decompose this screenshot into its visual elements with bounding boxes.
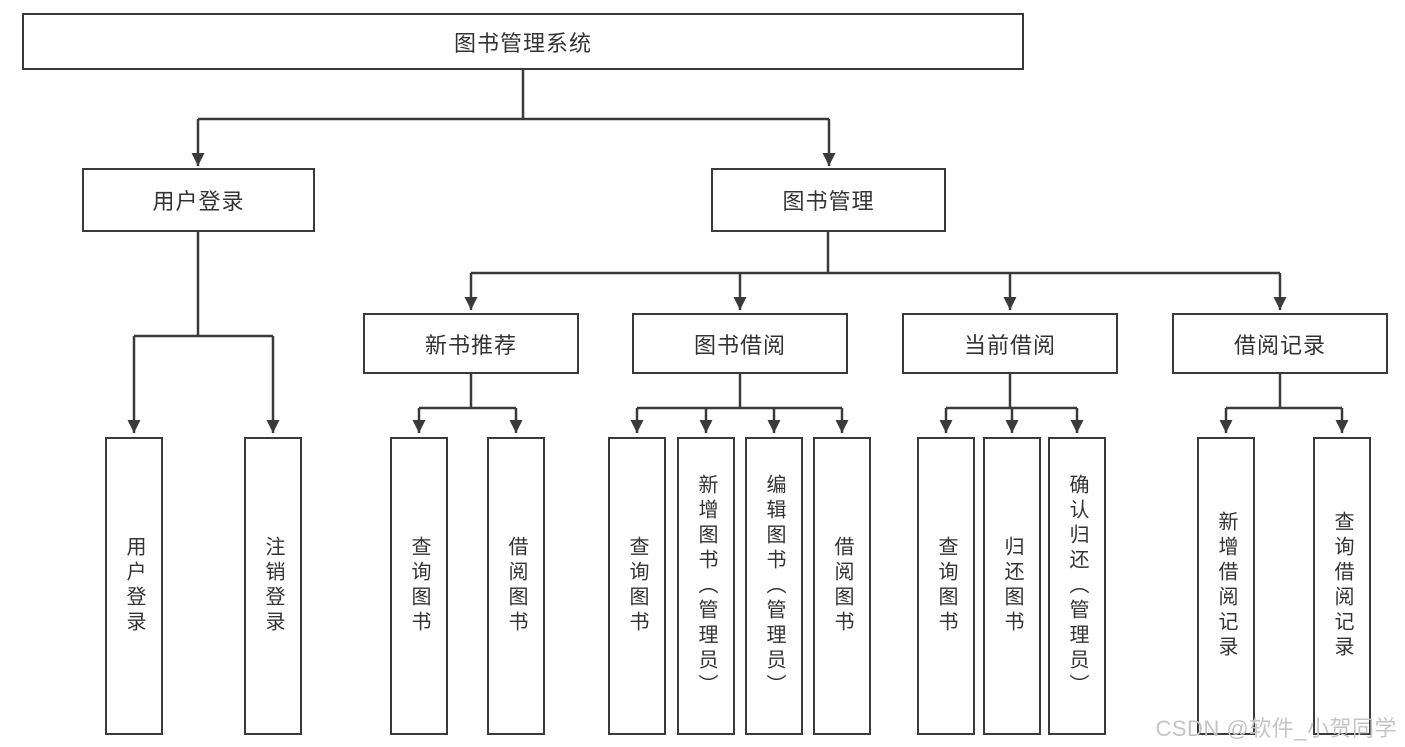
- node-borrow-records: 借阅记录: [1172, 313, 1388, 374]
- node-system-root: 图书管理系统: [22, 13, 1024, 70]
- connector-user-login-children: [127, 232, 280, 433]
- node-br-query-record: 查询借阅记录: [1313, 437, 1371, 735]
- node-cb-query-book: 查询图书: [917, 437, 975, 735]
- node-br-add-record: 新增借阅记录: [1197, 437, 1255, 735]
- node-book-borrow: 图书借阅: [632, 313, 848, 374]
- connector-new-book-children: [412, 374, 523, 433]
- connector-borrow-records-children: [1219, 374, 1349, 433]
- node-bb-edit-book-admin: 编辑图书（管理员）: [745, 437, 803, 735]
- node-book-management: 图书管理: [711, 168, 946, 232]
- node-bb-query-book: 查询图书: [608, 437, 666, 735]
- node-logout-leaf: 注销登录: [244, 437, 302, 735]
- csdn-watermark: CSDN @软件_小贺同学: [1155, 716, 1397, 741]
- connector-current-borrow-children: [939, 374, 1084, 433]
- node-bb-add-book-admin: 新增图书（管理员）: [677, 437, 735, 735]
- node-cb-return-book: 归还图书: [983, 437, 1041, 735]
- node-cb-confirm-return-admin: 确认归还（管理员）: [1048, 437, 1106, 735]
- connector-book-management-sections: [464, 232, 1287, 310]
- node-user-login-leaf: 用户登录: [105, 437, 163, 735]
- node-new-book-recommend: 新书推荐: [363, 313, 579, 374]
- node-user-login: 用户登录: [82, 168, 315, 232]
- connector-book-borrow-children: [630, 374, 849, 433]
- connector-root-to-level2: [191, 70, 836, 166]
- node-bb-borrow-book: 借阅图书: [813, 437, 871, 735]
- node-nb-borrow-book: 借阅图书: [487, 437, 545, 735]
- node-nb-query-book: 查询图书: [390, 437, 448, 735]
- node-current-borrow: 当前借阅: [902, 313, 1118, 374]
